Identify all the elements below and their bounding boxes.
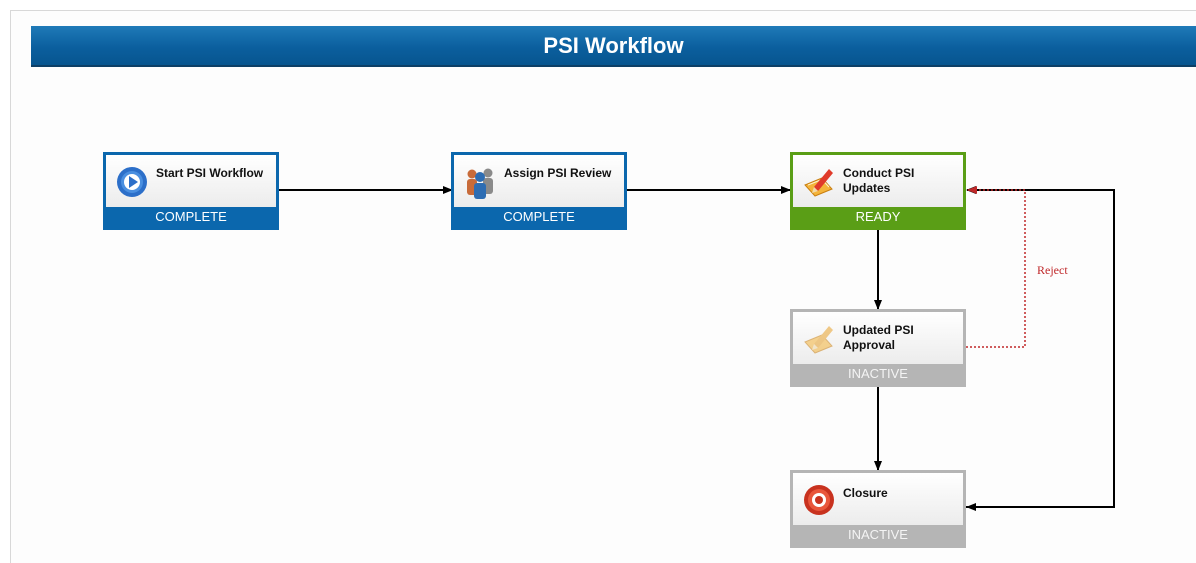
- node-start-psi-workflow[interactable]: Start PSI Workflow COMPLETE: [103, 152, 279, 230]
- stop-circle-icon: [804, 485, 834, 515]
- node-body: Conduct PSI Updates: [793, 155, 963, 207]
- pencil-note-icon: [804, 169, 833, 197]
- node-label: Start PSI Workflow: [156, 166, 264, 180]
- edge-reject: [966, 186, 1026, 348]
- node-label: Updated PSI Approval: [843, 323, 914, 352]
- workflow-canvas: [10, 10, 1196, 563]
- node-assign-psi-review[interactable]: Assign PSI Review COMPLETE: [451, 152, 627, 230]
- reject-label: Reject: [1037, 263, 1068, 277]
- node-conduct-psi-updates[interactable]: Conduct PSI Updates READY: [790, 152, 966, 230]
- people-icon: [467, 168, 493, 199]
- node-body: Assign PSI Review: [454, 155, 624, 207]
- play-circle-icon: [117, 167, 147, 197]
- page-title: PSI Workflow: [31, 26, 1196, 67]
- pencil-note-icon: [804, 326, 833, 354]
- edge-closure-loop-to-conduct: [966, 186, 1115, 508]
- node-updated-psi-approval[interactable]: Updated PSI Approval INACTIVE: [790, 309, 966, 387]
- status-badge: INACTIVE: [848, 527, 908, 542]
- node-label: Conduct PSI Updates: [843, 166, 915, 195]
- status-badge: READY: [855, 209, 901, 224]
- status-badge: INACTIVE: [848, 366, 908, 381]
- node-body: Closure: [793, 473, 963, 525]
- node-body: Updated PSI Approval: [793, 312, 963, 364]
- node-label: Closure: [843, 486, 888, 500]
- status-badge: COMPLETE: [155, 209, 227, 224]
- node-label: Assign PSI Review: [504, 166, 612, 180]
- node-body: Start PSI Workflow: [106, 155, 276, 207]
- node-closure[interactable]: Closure INACTIVE: [790, 470, 966, 548]
- status-badge: COMPLETE: [503, 209, 575, 224]
